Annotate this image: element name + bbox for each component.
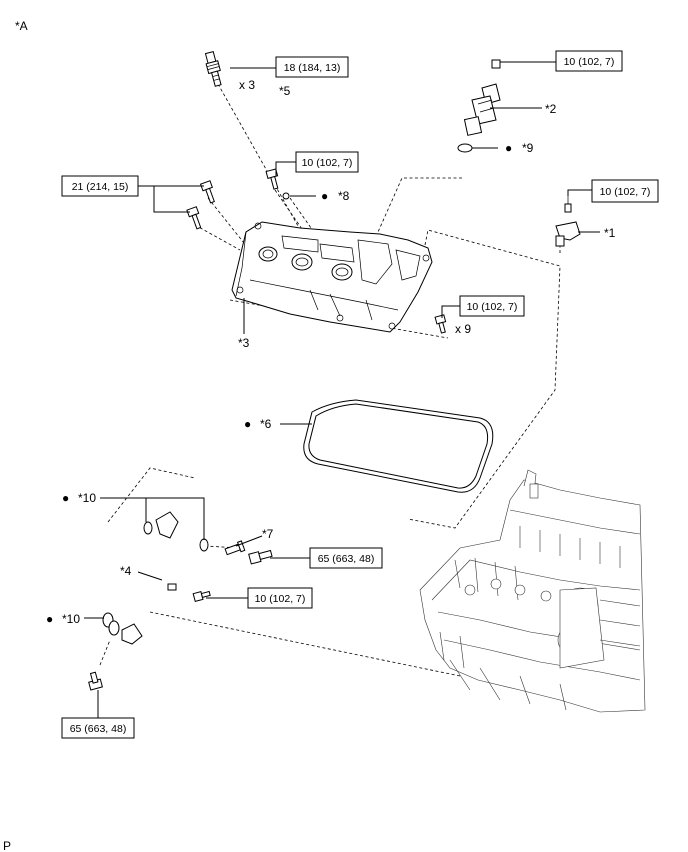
callout-3: *3 [238, 336, 250, 350]
spark-plug [204, 50, 222, 87]
torque-spec-union-bolt-upper: 65 (663, 48) [309, 547, 383, 569]
torque-spec-pipe-bracket-bolt: 10 (102, 7) [247, 587, 313, 609]
svg-text:65 (663, 48): 65 (663, 48) [318, 553, 375, 565]
svg-text:10 (102, 7): 10 (102, 7) [467, 301, 518, 313]
bullet-10b: ● [46, 612, 53, 626]
svg-text:10 (102, 7): 10 (102, 7) [255, 593, 306, 605]
callout-9: *9 [522, 141, 534, 155]
bullet-9: ● [505, 141, 512, 155]
callout-2: *2 [545, 102, 557, 116]
bullet-10a: ● [62, 491, 69, 505]
svg-text:65 (663, 48): 65 (663, 48) [70, 723, 127, 735]
callout-10a: *10 [78, 491, 96, 505]
pipe-bolts [88, 540, 273, 691]
bolts-quantity: x 9 [455, 322, 471, 336]
torque-spec-cam-sensor-bolt: 10 (102, 7) [591, 179, 659, 203]
view-label: *A [15, 19, 28, 33]
torque-spec-sensor-top-bolt: 10 (102, 7) [555, 50, 623, 72]
callout-4: *4 [120, 564, 132, 578]
callout-6: *6 [260, 417, 272, 431]
corner-mark: P [3, 839, 11, 852]
engine-illustration [419, 469, 646, 713]
callout-1: *1 [604, 226, 616, 240]
bullet-8: ● [321, 189, 328, 203]
bullet-6: ● [244, 417, 251, 431]
torque-spec-union-bolt-lower: 65 (663, 48) [61, 717, 135, 739]
spark-plug-quantity: x 3 [239, 78, 255, 92]
svg-text:21 (214, 15): 21 (214, 15) [72, 181, 129, 193]
oil-control-valve [463, 59, 501, 136]
cam-position-sensor [555, 196, 581, 247]
callout-8: *8 [338, 189, 350, 203]
svg-text:10 (102, 7): 10 (102, 7) [564, 56, 615, 68]
callout-7: *7 [262, 527, 274, 541]
callout-10b: *10 [62, 612, 80, 626]
torque-spec-cover-bolt: 10 (102, 7) [295, 151, 359, 173]
o-ring [457, 143, 473, 153]
oil-pipe [102, 511, 209, 645]
svg-text:18 (184, 13): 18 (184, 13) [284, 62, 341, 74]
cylinder-head-cover [231, 221, 433, 333]
leader-lines [84, 61, 600, 718]
bolts [186, 168, 447, 334]
head-cover-gasket [303, 399, 494, 493]
svg-text:10 (102, 7): 10 (102, 7) [302, 157, 353, 169]
torque-spec-cover-stud: 21 (214, 15) [61, 175, 139, 197]
torque-spec-spark-plug: 18 (184, 13) [275, 56, 349, 78]
torque-spec-cover-side-bolt: 10 (102, 7) [459, 295, 525, 317]
svg-text:10 (102, 7): 10 (102, 7) [600, 186, 651, 198]
callout-5: *5 [279, 84, 291, 98]
